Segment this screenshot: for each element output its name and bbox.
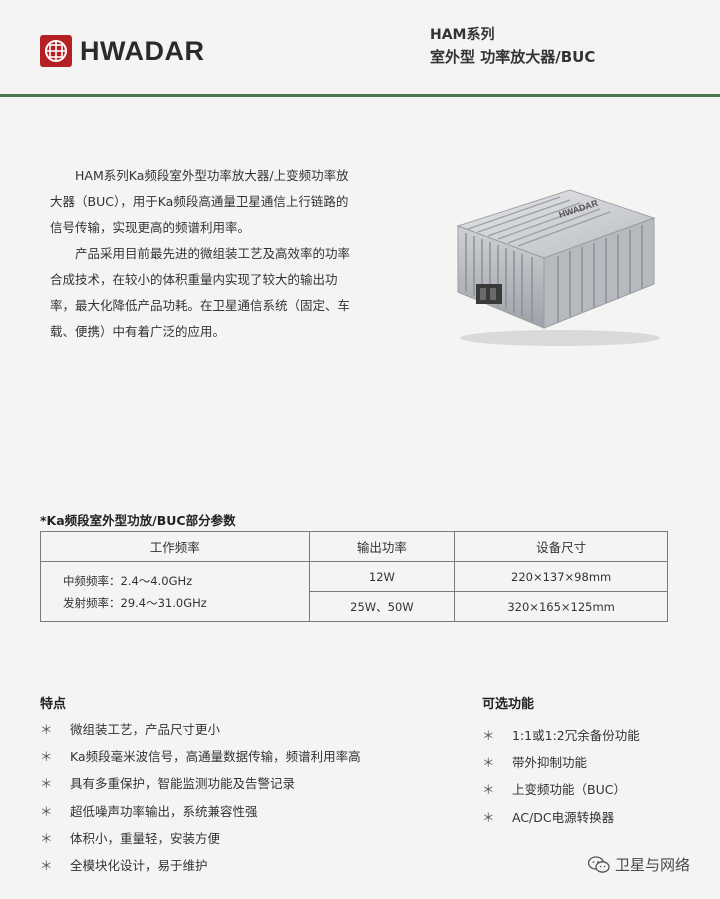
header-divider [0,94,720,97]
size-cell: 320×165×125mm [454,591,668,622]
bullet-star-icon: ＊ [40,857,53,873]
column-header: 工作频率 [40,531,310,562]
option-text: 1:1或1:2冗余备份功能 [512,728,640,743]
intro-text: HAM系列Ka频段室外型功率放大器/上变频功率放大器（BUC），用于Ka频段高通… [50,163,360,345]
option-text: 带外抑制功能 [512,755,588,771]
list-item: ＊ 1:1或1:2冗余备份功能 [482,722,702,749]
size-cell: 220×137×98mm [454,561,668,592]
bullet-star-icon: ＊ [482,728,495,743]
feature-text: 微组装工艺，产品尺寸更小 [70,722,221,737]
product-title: 室外型 功率放大器/BUC [430,48,596,66]
intro-paragraph: 产品采用目前最先进的微组装工艺及高效率的功率合成技术，在较小的体积重量内实现了较… [50,246,351,339]
option-text: 上变频功能（BUC） [512,782,626,798]
brand-logo: HWADAR [40,34,240,68]
bullet-star-icon: ＊ [482,755,495,771]
product-photo: HWADAR [456,189,660,346]
list-item: ＊ 带外抑制功能 [482,749,702,776]
list-item: ＊ AC/DC电源转换器 [482,804,702,831]
features-title: 特点 [40,697,67,712]
series-title: HAM系列 [430,27,495,43]
list-item: ＊ 全模块化设计，易于维护 [40,852,440,879]
list-item: ＊ 上变频功能（BUC） [482,776,702,803]
power-cell: 25W、50W [308,591,456,622]
bullet-star-icon: ＊ [40,722,53,737]
spec-table: 工作频率 输出功率 设备尺寸 中频频率：2.4～4.0GHz 发射频率：29.4… [40,531,668,622]
list-item: ＊ 体积小，重量轻，安装方便 [40,825,440,852]
option-text: AC/DC电源转换器 [512,809,615,825]
feature-text: 超低噪声功率输出，系统兼容性强 [70,803,258,819]
table-row: 中频频率：2.4～4.0GHz 发射频率：29.4～31.0GHz 12W 22… [40,561,668,622]
intro-paragraph: HAM系列Ka频段室外型功率放大器/上变频功率放大器（BUC），用于Ka频段高通… [50,168,349,235]
list-item: ＊ 微组装工艺，产品尺寸更小 [40,716,440,743]
bullet-star-icon: ＊ [40,749,53,765]
options-list: ＊ 1:1或1:2冗余备份功能 ＊ 带外抑制功能 ＊ 上变频功能（BUC） ＊ AC/D… [482,722,702,831]
table-header-row: 工作频率 输出功率 设备尺寸 [40,531,668,562]
table-row: 25W、50W 320×165×125mm [41,591,668,622]
bullet-star-icon: ＊ [482,782,495,798]
column-header: 设备尺寸 [454,531,668,562]
power-cell: 12W [308,561,456,592]
hwadar-logo-icon [40,35,72,67]
brand-name: HWADAR [80,35,205,66]
bullet-star-icon: ＊ [40,830,53,846]
watermark: 卫星与网络 [588,854,690,875]
wechat-icon [588,855,610,873]
feature-text: 具有多重保护，智能监测功能及告警记录 [70,776,296,792]
feature-text: Ka频段毫米波信号，高通量数据传输，频谱利用率高 [70,749,361,765]
list-item: ＊ 超低噪声功率输出，系统兼容性强 [40,798,440,825]
tx-frequency: 发射频率：29.4～31.0GHz [63,595,207,610]
column-header: 输出功率 [308,531,456,562]
watermark-text: 卫星与网络 [615,856,691,874]
bullet-star-icon: ＊ [40,803,53,819]
if-frequency: 中频频率：2.4～4.0GHz [63,573,193,588]
frequency-cell: 中频频率：2.4～4.0GHz 发射频率：29.4～31.0GHz [40,561,310,622]
options-title: 可选功能 [482,697,535,712]
feature-text: 全模块化设计，易于维护 [70,857,208,873]
list-item: ＊ 具有多重保护，智能监测功能及告警记录 [40,770,440,797]
bullet-star-icon: ＊ [482,809,495,825]
bullet-star-icon: ＊ [40,776,53,792]
spec-table-title: *Ka频段室外型功放/BUC部分参数 [40,513,236,528]
features-list: ＊微组装工艺，产品尺寸更小 ＊Ka频段毫米波信号，高通量数据传输，频谱利用率高 … [40,716,440,879]
feature-text: 体积小，重量轻，安装方便 [70,830,221,846]
list-item: ＊ Ka频段毫米波信号，高通量数据传输，频谱利用率高 [40,743,440,770]
